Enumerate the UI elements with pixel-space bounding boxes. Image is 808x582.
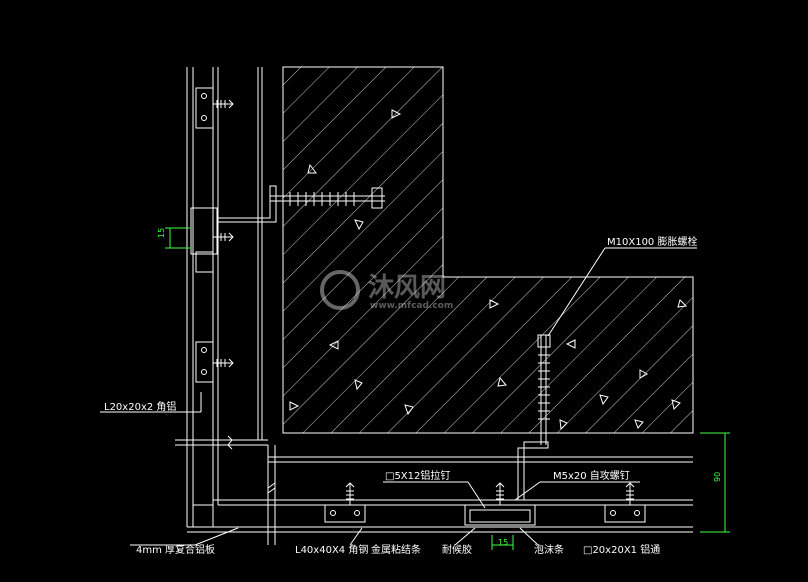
label-panel: 4mm 厚复合铝板 — [136, 543, 215, 556]
bolt-bracket-upper — [217, 185, 385, 223]
concrete-wall — [282, 66, 694, 434]
leader-lines — [100, 247, 697, 546]
label-adhesive-strip: 金属粘结条 — [371, 543, 421, 556]
watermark-url: www.mfcad.com — [370, 301, 453, 311]
concrete-aggregate — [289, 109, 688, 431]
label-screw: M5x20 自攻螺钉 — [553, 469, 630, 482]
watermark: 沐风网 www.mfcad.com — [320, 270, 453, 311]
left-screws — [213, 99, 234, 368]
dimension-lines — [165, 227, 730, 550]
left-panel-assembly — [175, 67, 268, 527]
angle-aluminum-clips — [190, 87, 218, 383]
label-aluminum-tube: □20x20X1 铝通 — [583, 544, 660, 556]
dim-bottom-gap: 15 — [498, 538, 508, 547]
label-angle-aluminum: L20x20x2 角铝 — [104, 401, 176, 413]
label-bolt: M10X100 膨胀螺栓 — [607, 235, 697, 248]
bottom-panel-assembly — [187, 445, 693, 545]
label-foam-strip: 泡沫条 — [534, 543, 564, 556]
bolt-bracket-lower — [517, 334, 551, 501]
label-angle-steel: L40x40X4 角钢 — [295, 543, 368, 556]
dim-depth: 90 — [713, 472, 722, 482]
bottom-screws — [345, 482, 635, 505]
dim-left-gap: 15 — [157, 228, 166, 238]
label-sealant: 耐候胶 — [442, 543, 472, 556]
watermark-brand: 沐风网 — [368, 273, 446, 303]
label-rivet: □5X12铝拉钉 — [385, 469, 450, 482]
